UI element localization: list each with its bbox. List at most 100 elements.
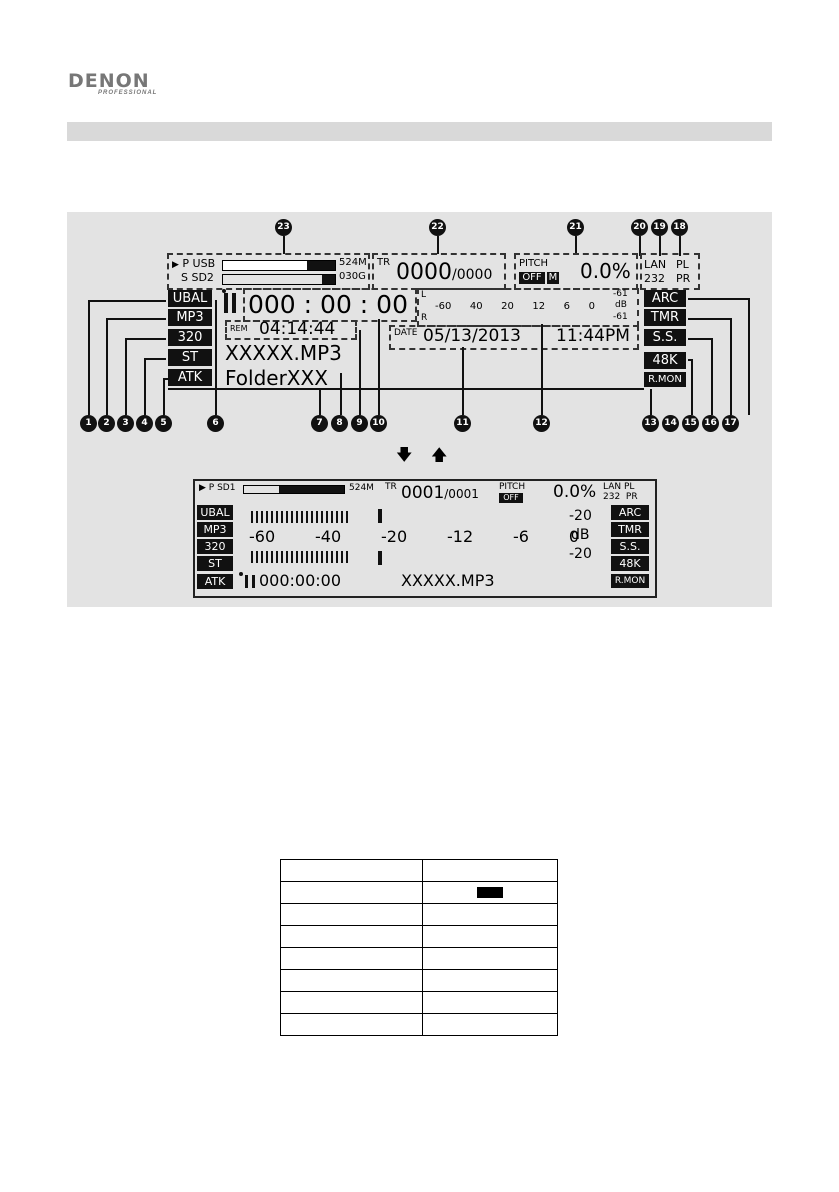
- leader-line: [163, 378, 168, 380]
- ubal-badge: UBAL: [168, 290, 212, 307]
- lan-label: LAN PL: [603, 482, 635, 492]
- lan-sub: 232 PR: [603, 492, 638, 502]
- leader-line: [748, 298, 750, 415]
- track-number: 0000/0000: [396, 260, 493, 285]
- callout-1: 1: [80, 415, 97, 432]
- callout-19: 19: [651, 219, 668, 236]
- lan-number: 232: [644, 272, 665, 285]
- indicator-dot: [239, 572, 243, 576]
- callout-10: 10: [370, 415, 387, 432]
- leader-line: [659, 236, 661, 256]
- pause-icon: [245, 575, 255, 588]
- lan-group: LAN 232 PL PR: [640, 253, 700, 290]
- meter-bottom: -61: [613, 312, 628, 322]
- callout-11: 11: [454, 415, 471, 432]
- media-bar-2: [222, 274, 336, 285]
- atk-badge: ATK: [168, 369, 212, 386]
- callout-20: 20: [631, 219, 648, 236]
- sample-rate-badge: 48K: [644, 352, 686, 369]
- date-value: 05/13/2013: [423, 326, 521, 346]
- logo-text: DENON: [68, 70, 150, 92]
- file-name: XXXXX.MP3: [401, 571, 495, 590]
- clock-value: 11:44PM: [556, 326, 630, 346]
- pr-label: PR: [676, 272, 691, 285]
- leader-line: [679, 236, 681, 256]
- meter-bar-r: [251, 551, 351, 563]
- pitch-label: PITCH: [499, 482, 526, 492]
- media-label: P SD1: [208, 483, 236, 493]
- logo-subtext: PROFESSIONAL: [98, 90, 158, 96]
- denon-logo: DENON PROFESSIONAL: [68, 70, 158, 96]
- play-icon: ▶: [199, 483, 206, 493]
- table-row: [280, 881, 558, 904]
- callout-13: 13: [642, 415, 659, 432]
- meter-bar-l: [251, 511, 351, 523]
- leader-line: [144, 358, 146, 415]
- media-label: P USB: [182, 257, 216, 270]
- callout-15: 15: [682, 415, 699, 432]
- callout-4: 4: [136, 415, 153, 432]
- leader-line: [88, 300, 166, 302]
- atk-badge: ATK: [197, 574, 233, 589]
- level-meter-group: L R -60 40 20 12 6 0 -61 dB -61: [417, 288, 639, 327]
- pitch-value: 0.0%: [580, 259, 631, 283]
- rem-label: REM: [230, 324, 248, 333]
- table-row: [280, 969, 558, 992]
- media-size: 524M: [349, 483, 374, 493]
- callout-18: 18: [671, 219, 688, 236]
- mp3-badge: MP3: [168, 309, 212, 326]
- pitch-off-badge: OFF: [519, 272, 545, 284]
- file-name: XXXXX.MP3: [225, 341, 342, 365]
- leader-line: [283, 236, 285, 254]
- leader-line: [168, 388, 644, 390]
- arrow-up-icon: 🡅: [431, 445, 448, 464]
- arrow-down-icon: 🡇: [396, 445, 413, 464]
- leader-line: [106, 318, 166, 320]
- callout-2: 2: [98, 415, 115, 432]
- leader-line: [541, 324, 543, 415]
- media-group: ▶ P USB 524M S SD2 030G: [167, 253, 370, 290]
- leader-line: [639, 236, 641, 256]
- pitch-group: PITCH OFF M 0.0%: [514, 253, 638, 290]
- rmon-badge: R.MON: [644, 372, 686, 387]
- table-row: [280, 903, 558, 926]
- leader-line: [144, 358, 166, 360]
- leader-line: [163, 378, 165, 415]
- table-row: [280, 925, 558, 948]
- leader-line: [575, 236, 577, 254]
- peak-marker-l: [378, 509, 382, 523]
- callout-7: 7: [311, 415, 328, 432]
- leader-line: [462, 347, 464, 415]
- meter-scale: -60 40 20 12 6 0: [435, 301, 595, 312]
- table-row: [280, 991, 558, 1014]
- ss-badge: S.S.: [611, 539, 649, 554]
- lan-label: LAN: [644, 258, 667, 271]
- callout-17: 17: [722, 415, 739, 432]
- leader-line: [730, 318, 732, 415]
- leader-line: [106, 318, 108, 415]
- sample-rate-badge: 48K: [611, 556, 649, 571]
- leader-line: [378, 319, 380, 415]
- leader-line: [711, 338, 713, 415]
- pitch-label: PITCH: [519, 258, 549, 269]
- arc-badge: ARC: [611, 505, 649, 520]
- callout-3: 3: [117, 415, 134, 432]
- leader-line: [359, 330, 361, 415]
- remain-time: 04:14:44: [259, 319, 336, 339]
- folder-name: FolderXXX: [225, 366, 328, 390]
- date-group: DATE 05/13/2013 11:44PM: [389, 325, 639, 350]
- arc-badge: ARC: [644, 290, 686, 307]
- play-icon: ▶: [172, 260, 179, 270]
- media-size: 524M: [339, 257, 367, 268]
- callout-5: 5: [155, 415, 172, 432]
- callout-6: 6: [207, 415, 224, 432]
- callout-9: 9: [351, 415, 368, 432]
- leader-line: [340, 373, 342, 415]
- pitch-m-badge: M: [547, 272, 559, 284]
- st-badge: ST: [197, 556, 233, 571]
- leader-line: [688, 338, 713, 340]
- callout-22: 22: [429, 219, 446, 236]
- pitch-off-badge: OFF: [499, 493, 523, 503]
- db-label: dB: [571, 527, 590, 543]
- meter-db: dB: [615, 300, 627, 310]
